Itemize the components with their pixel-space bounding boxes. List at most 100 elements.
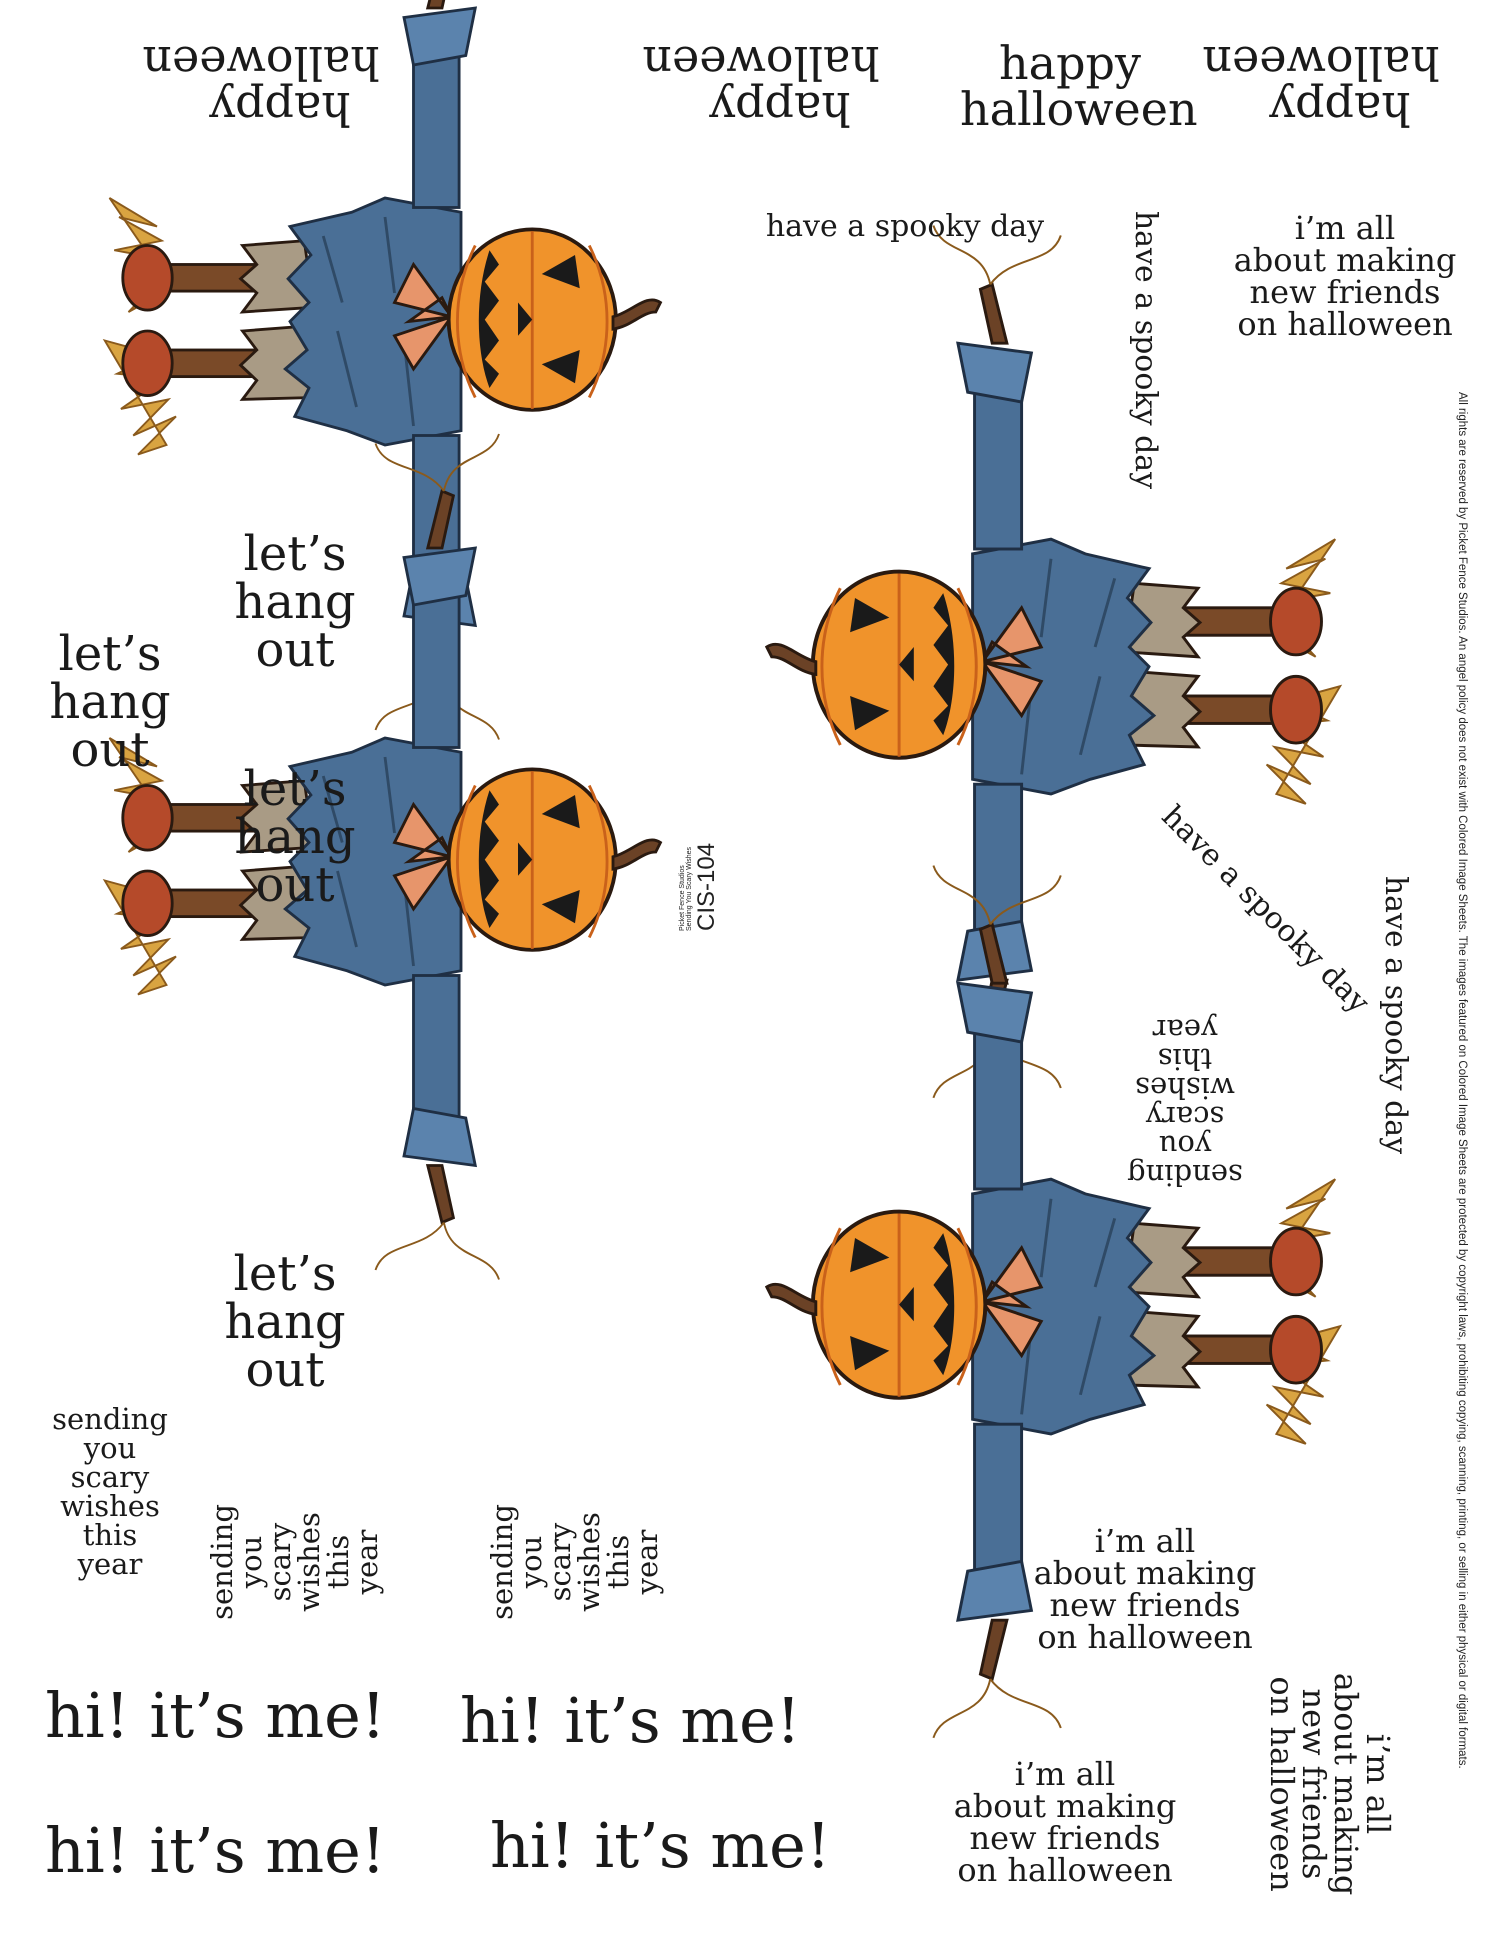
greeting-line: this bbox=[321, 1534, 355, 1590]
product-code: CIS-104 bbox=[693, 842, 720, 931]
greeting-spooky-2: have a spooky day bbox=[1128, 205, 1163, 495]
product-label: Picket Fence Studios Sending You Scary W… bbox=[679, 791, 721, 931]
greeting-line: on halloween bbox=[1263, 1676, 1301, 1892]
scarecrow-illustration-4 bbox=[764, 863, 1343, 1740]
greeting-line: you bbox=[83, 1431, 137, 1465]
greeting-line: new friends bbox=[969, 1819, 1161, 1857]
greeting-spooky-1: have a spooky day bbox=[765, 212, 1045, 242]
greeting-hi-3: hi! it’s me! bbox=[45, 1814, 386, 1887]
greeting-line: wishes bbox=[60, 1489, 160, 1523]
greeting-line: sending bbox=[485, 1504, 519, 1620]
greeting-line: out bbox=[245, 1342, 325, 1398]
greeting-line: halloween bbox=[142, 36, 380, 90]
greeting-line: have a spooky day bbox=[1378, 875, 1413, 1155]
greeting-line: let’s bbox=[58, 626, 162, 682]
greeting-friends-1: i’m all about making new friends on hall… bbox=[1230, 212, 1460, 340]
greeting-line: happy bbox=[209, 82, 351, 136]
greeting-happy-halloween-3: happy halloween bbox=[960, 36, 1198, 136]
greeting-line: let’s bbox=[233, 1246, 337, 1302]
product-brand: Picket Fence Studios bbox=[679, 865, 686, 931]
greeting-hang-out-4: let’s hang out bbox=[205, 1250, 365, 1394]
greeting-line: scary bbox=[70, 1460, 150, 1494]
greeting-line: have a spooky day bbox=[1128, 210, 1163, 490]
greeting-line: out bbox=[255, 857, 335, 913]
greeting-hi-2: hi! it’s me! bbox=[460, 1684, 801, 1757]
scarecrow-illustration-1 bbox=[102, 0, 663, 742]
greeting-line: wishes bbox=[292, 1512, 326, 1612]
greeting-line: scary bbox=[543, 1522, 577, 1602]
greeting-line: sending bbox=[205, 1504, 239, 1620]
greeting-happy-halloween-2: happy halloween bbox=[642, 36, 880, 136]
greeting-line: on halloween bbox=[957, 1851, 1173, 1889]
greeting-line: on halloween bbox=[1237, 305, 1453, 343]
greeting-happy-halloween-4: happy halloween bbox=[1202, 36, 1440, 136]
greeting-line: out bbox=[70, 722, 150, 778]
greeting-hi-1: hi! it’s me! bbox=[45, 1679, 386, 1752]
greeting-friends-3: i’m all about making new friends on hall… bbox=[950, 1758, 1180, 1886]
greeting-scary-wishes-3: sending you scary wishes this year bbox=[485, 1482, 664, 1642]
greeting-line: scary bbox=[263, 1522, 297, 1602]
greeting-line: hang bbox=[234, 574, 356, 630]
greeting-line: hi! it’s me! bbox=[45, 1814, 386, 1887]
greeting-line: about making bbox=[1327, 1672, 1365, 1896]
greeting-line: scary bbox=[1145, 1100, 1225, 1134]
greeting-line: let’s bbox=[243, 526, 347, 582]
greeting-line: year bbox=[77, 1547, 143, 1581]
product-name: Sending You Scary Wishes bbox=[686, 846, 693, 931]
greeting-line: wishes bbox=[572, 1512, 606, 1612]
greeting-friends-2: i’m all about making new friends on hall… bbox=[1030, 1525, 1260, 1653]
greeting-line: about making bbox=[953, 1787, 1177, 1825]
greeting-line: have a spooky day bbox=[765, 209, 1045, 244]
greeting-line: this bbox=[82, 1518, 138, 1552]
scarecrow-illustration-2 bbox=[102, 432, 663, 1282]
greeting-line: let’s bbox=[243, 761, 347, 817]
greeting-line: year bbox=[630, 1529, 664, 1595]
greeting-line: halloween bbox=[1202, 36, 1440, 90]
greeting-line: you bbox=[514, 1535, 548, 1589]
greeting-scary-wishes-2: sending you scary wishes this year bbox=[205, 1482, 384, 1642]
greeting-line: wishes bbox=[1135, 1071, 1235, 1105]
greeting-line: out bbox=[255, 622, 335, 678]
greeting-scary-wishes-4: sending you scary wishes this year bbox=[1115, 1013, 1255, 1192]
copyright-notice: All rights are reserved by Picket Fence … bbox=[1456, 392, 1468, 1769]
greeting-hang-out-2: let’s hang out bbox=[30, 630, 190, 774]
greeting-line: new friends bbox=[1295, 1688, 1333, 1880]
greeting-line: hang bbox=[224, 1294, 346, 1350]
greeting-line: halloween bbox=[960, 82, 1198, 136]
greeting-scary-wishes-1: sending you scary wishes this year bbox=[40, 1405, 180, 1579]
greeting-line: happy bbox=[999, 36, 1141, 90]
greeting-line: halloween bbox=[642, 36, 880, 90]
greeting-line: i’m all bbox=[1294, 209, 1396, 247]
greeting-line: you bbox=[234, 1535, 268, 1589]
greeting-line: happy bbox=[709, 82, 851, 136]
greeting-happy-halloween-1: happy halloween bbox=[142, 36, 380, 136]
greeting-line: hang bbox=[49, 674, 171, 730]
greeting-line: sending bbox=[1127, 1158, 1243, 1192]
greeting-line: about making bbox=[1233, 241, 1457, 279]
greeting-line: i’m all bbox=[1359, 1733, 1397, 1835]
greeting-spooky-4: have a spooky day bbox=[1378, 870, 1413, 1160]
greeting-hang-out-1: let’s hang out bbox=[215, 530, 375, 674]
greeting-line: hi! it’s me! bbox=[490, 1809, 831, 1882]
greeting-line: happy bbox=[1269, 82, 1411, 136]
greeting-line: year bbox=[350, 1529, 384, 1595]
greeting-line: new friends bbox=[1249, 273, 1441, 311]
greeting-line: on halloween bbox=[1037, 1618, 1253, 1656]
greeting-line: about making bbox=[1033, 1554, 1257, 1592]
greeting-line: i’m all bbox=[1094, 1522, 1196, 1560]
scarecrow-illustration-3 bbox=[764, 223, 1343, 1100]
greeting-hi-4: hi! it’s me! bbox=[490, 1809, 831, 1882]
greeting-friends-4: i’m all about making new friends on hall… bbox=[1263, 1669, 1397, 1899]
greeting-line: this bbox=[1157, 1042, 1213, 1076]
greeting-line: new friends bbox=[1049, 1586, 1241, 1624]
greeting-line: sending bbox=[52, 1402, 168, 1436]
greeting-hang-out-3: let’s hang out bbox=[215, 765, 375, 909]
greeting-line: this bbox=[601, 1534, 635, 1590]
greeting-line: hi! it’s me! bbox=[460, 1684, 801, 1757]
greeting-line: year bbox=[1152, 1013, 1218, 1047]
greeting-line: i’m all bbox=[1014, 1755, 1116, 1793]
greeting-line: you bbox=[1158, 1129, 1212, 1163]
greeting-line: hi! it’s me! bbox=[45, 1679, 386, 1752]
greeting-line: hang bbox=[234, 809, 356, 865]
